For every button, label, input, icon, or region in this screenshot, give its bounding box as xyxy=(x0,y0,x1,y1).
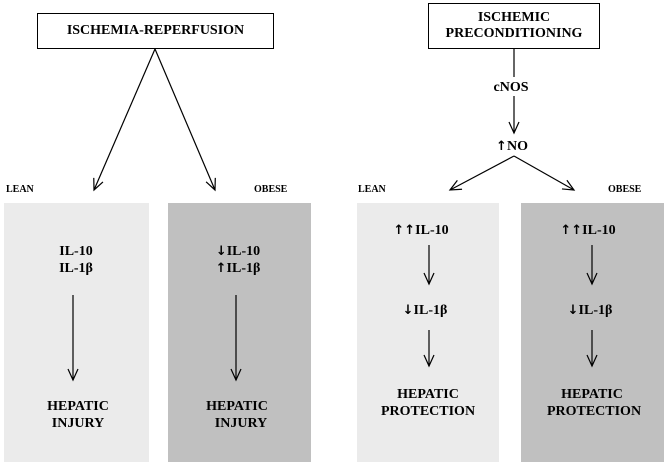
left-obese-panel xyxy=(168,203,311,462)
down-arrow-icon: ↓ xyxy=(402,303,414,318)
left-lean-outcome-2: INJURY xyxy=(51,416,105,431)
down-arrow-icon: ↓ xyxy=(567,303,579,318)
arrow-no-to-lean xyxy=(448,155,515,191)
left-lean-panel xyxy=(4,203,149,462)
right-obese-label: OBESE xyxy=(608,184,642,195)
right-lean-outcome-1: HEPATIC xyxy=(397,387,459,402)
double-up-arrow-icon: ↑↑ xyxy=(393,223,416,238)
right-obese-outcome-1: HEPATIC xyxy=(561,387,623,402)
no-node: ↑NO xyxy=(496,138,528,155)
left-obese-outcome-2: INJURY xyxy=(214,416,268,431)
right-obese-il1b: ↓IL-1β xyxy=(567,303,613,318)
right-lean-panel xyxy=(357,203,499,462)
left-obese-il10: ↓IL-10 xyxy=(215,244,261,259)
ischemic-preconditioning-label-2: PRECONDITIONING xyxy=(445,26,583,41)
left-lean-il1b: IL-1β xyxy=(59,261,93,276)
left-lean-outcome-1: HEPATIC xyxy=(47,399,109,414)
right-lean-il10: ↑↑IL-10 xyxy=(393,223,449,238)
arrow-ir-to-lean xyxy=(93,48,156,192)
left-lean-label: LEAN xyxy=(6,184,34,195)
arrow-ir-to-obese xyxy=(154,48,216,192)
left-obese-label: OBESE xyxy=(254,184,288,195)
right-lean-outcome-2: PROTECTION xyxy=(380,404,476,419)
ischemic-preconditioning-box: ISCHEMIC PRECONDITIONING xyxy=(428,3,600,49)
ischemic-preconditioning-label-1: ISCHEMIC xyxy=(477,10,551,25)
right-obese-il10: ↑↑IL-10 xyxy=(560,223,616,238)
down-arrow-icon: ↓ xyxy=(215,244,227,259)
no-label: NO xyxy=(506,139,528,154)
up-arrow-icon: ↑ xyxy=(496,139,507,154)
left-obese-outcome-1: HEPATIC xyxy=(206,399,268,414)
ischemia-reperfusion-label: ISCHEMIA-REPERFUSION xyxy=(66,23,245,38)
cnos-label: cNOS xyxy=(493,80,529,95)
arrow-no-to-obese xyxy=(513,155,576,191)
right-lean-il1b: ↓IL-1β xyxy=(402,303,448,318)
double-up-arrow-icon: ↑↑ xyxy=(560,223,583,238)
left-lean-il10: IL-10 xyxy=(59,244,93,259)
right-obese-outcome-2: PROTECTION xyxy=(546,404,642,419)
left-obese-il1b: ↑IL-1β xyxy=(215,261,261,276)
right-lean-label: LEAN xyxy=(358,184,386,195)
ischemia-reperfusion-box: ISCHEMIA-REPERFUSION xyxy=(37,13,274,49)
up-arrow-icon: ↑ xyxy=(215,261,227,276)
